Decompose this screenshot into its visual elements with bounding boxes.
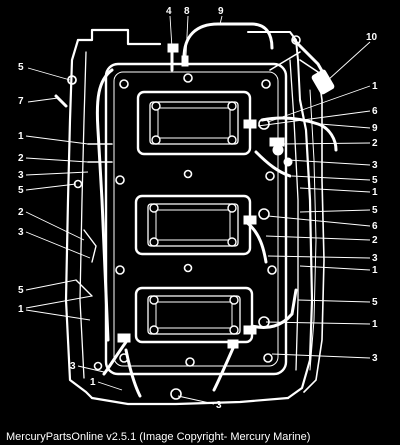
callout-3: 3 — [372, 253, 378, 264]
callout-3: 3 — [372, 353, 378, 364]
callout-1: 1 — [372, 319, 378, 330]
callout-1: 1 — [18, 304, 24, 315]
callout-5: 5 — [18, 185, 24, 196]
callout-1: 1 — [372, 265, 378, 276]
callout-3: 3 — [18, 227, 24, 238]
callout-9: 9 — [372, 123, 378, 134]
callout-3: 3 — [70, 361, 76, 372]
transfer-cover-top — [136, 90, 252, 156]
frame-bolts — [93, 73, 277, 400]
callout-8: 8 — [184, 6, 190, 17]
callout-6: 6 — [372, 106, 378, 117]
callout-6: 6 — [372, 221, 378, 232]
check-valve-assembly — [269, 35, 335, 95]
callout-5: 5 — [18, 285, 24, 296]
callout-2: 2 — [18, 153, 24, 164]
transfer-cover-bottom — [134, 286, 254, 344]
callout-1: 1 — [18, 131, 24, 142]
callout-5: 5 — [372, 175, 378, 186]
left-side-hardware — [54, 75, 113, 297]
callout-7: 7 — [18, 96, 24, 107]
callout-9: 9 — [218, 6, 224, 17]
image-caption: MercuryPartsOnline v2.5.1 (Image Copyrig… — [6, 431, 311, 443]
callout-10: 10 — [366, 32, 378, 43]
callout-3: 3 — [372, 160, 378, 171]
callout-5: 5 — [18, 62, 24, 73]
callout-3: 3 — [216, 400, 222, 411]
cylinder-block-gasket-frame — [104, 62, 288, 376]
callout-2: 2 — [372, 235, 378, 246]
callout-3: 3 — [18, 170, 24, 181]
leader-lines — [25, 15, 371, 405]
callout-5: 5 — [372, 297, 378, 308]
callout-4: 4 — [166, 6, 172, 17]
callout-labels: 4 8 9 10 5 7 1 2 3 5 2 3 5 1 3 1 3 1 6 9… — [18, 6, 378, 411]
callout-5: 5 — [372, 205, 378, 216]
callout-1: 1 — [372, 187, 378, 198]
callout-2: 2 — [372, 138, 378, 149]
callout-1: 1 — [90, 377, 96, 388]
callout-2: 2 — [18, 207, 24, 218]
recirculation-hoses — [95, 22, 338, 398]
callout-1: 1 — [372, 81, 378, 92]
exploded-view-diagram: 4 8 9 10 5 7 1 2 3 5 2 3 5 1 3 1 3 1 6 9… — [18, 6, 378, 411]
